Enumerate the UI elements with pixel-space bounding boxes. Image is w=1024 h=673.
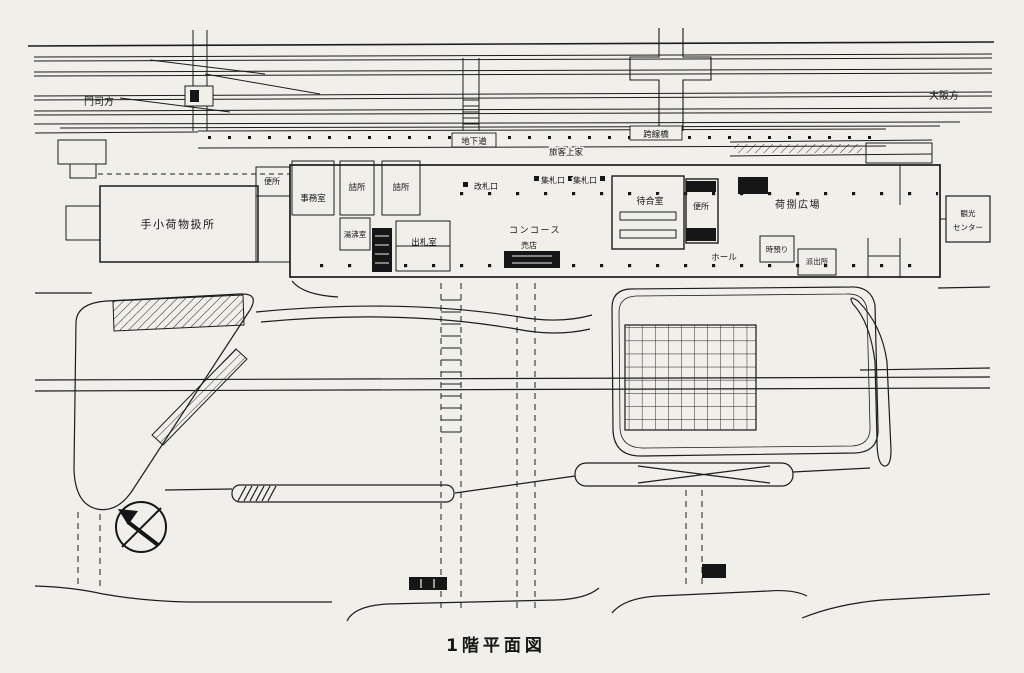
east-loop-road-inner [618,293,871,449]
service-core-block [738,177,768,194]
labels: 門司方 大阪方 地下道 跨線橋 旅客上家 手小荷物扱所 便所 事務室 詰所 詰所… [84,89,983,656]
gate-pillar-icon [463,182,468,187]
bench [619,229,677,239]
hall-label: ホール [711,253,737,263]
angled-parking-strip [151,348,248,446]
bench [619,211,677,221]
crosswalk-marker [409,577,447,590]
crew-room-1 [339,160,375,216]
platform-canopy-label: 旅客上家 [549,147,584,158]
baggage-check-label: 時預り [766,245,789,254]
crossing-ladder [441,299,461,433]
overpass-label: 跨線橋 [643,129,669,140]
stairwell-block [372,228,392,272]
traffic-island-west [231,484,455,503]
east-loop-road-outer [611,286,879,457]
crew-room-2-label: 詰所 [392,182,410,193]
column-row-top [452,191,938,200]
main-street-edge [34,376,991,381]
crew-room-2 [381,160,421,216]
main-street-edge [34,387,991,392]
cargo-plaza-label: 荷捌広場 [775,198,821,211]
station-plaza [34,280,991,622]
overpass-structure [629,28,712,131]
police-box-room [797,248,837,276]
ticket-office-label: 出札室 [411,237,437,248]
office-room [291,160,335,216]
tourist-center-label-line1: 観光 [961,208,976,218]
waiting-room-label: 待合室 [636,195,663,207]
overpass-label-box [629,125,683,141]
station-building [65,160,991,278]
north-arrow [115,501,167,553]
concourse-label: コンコース [509,226,561,236]
collect-gate-2-label: 集札口 [573,175,597,185]
crosswalk-marker [702,564,726,578]
plan-title: 1階平面図 [446,636,546,656]
main-hall-outline [289,164,941,278]
baggage-office-label: 手小荷物扱所 [141,217,216,231]
boiler-room [339,217,371,251]
gate-pillar-icon [568,176,573,181]
column-row-bottom [300,260,936,269]
forecourt-drive-curve [255,305,593,321]
gate-pillar-icon [600,176,605,181]
signal-bridge [184,30,214,131]
bottom-curb [801,593,991,619]
baggage-check-room [759,235,795,263]
office-label: 事務室 [300,193,326,204]
bottom-curb [611,589,808,614]
kiosk-block [504,251,560,268]
tourist-center-label-line2: センター [953,223,983,232]
toilet-left-label: 便所 [264,176,280,186]
loading-dock [65,205,101,241]
underground-passage-shaft [462,58,480,131]
gate-pillar-icon [534,176,539,181]
direction-label-osaka: 大阪方 [929,89,959,102]
east-teardrop-island [850,297,892,467]
bottom-curb [34,585,332,603]
platform [34,128,933,179]
building-approach-curve [291,280,339,298]
direction-label-moji: 門司方 [84,95,114,108]
traffic-island-east [574,462,794,487]
underground-passage-label-box [451,132,497,148]
bottom-curb [346,587,600,622]
west-loop-road [73,293,254,511]
underground-passage-label: 地下道 [461,136,487,147]
boiler-room-label: 湯沸室 [344,229,367,239]
toilet-left-room [255,166,291,197]
police-box-label: 派出所 [806,256,829,266]
collect-gate-1-label: 集札口 [541,175,565,185]
forecourt-drive-curve [260,316,591,334]
kiosk-label: 売店 [521,240,537,250]
waiting-room [611,175,685,250]
ticket-gate-label: 改札口 [474,181,498,191]
toilet-right-room [685,178,719,244]
railway-tracks [27,41,995,129]
crew-room-1-label: 詰所 [348,182,366,193]
parking-hatch-strip [112,294,245,332]
toilet-right-label: 便所 [693,201,709,211]
